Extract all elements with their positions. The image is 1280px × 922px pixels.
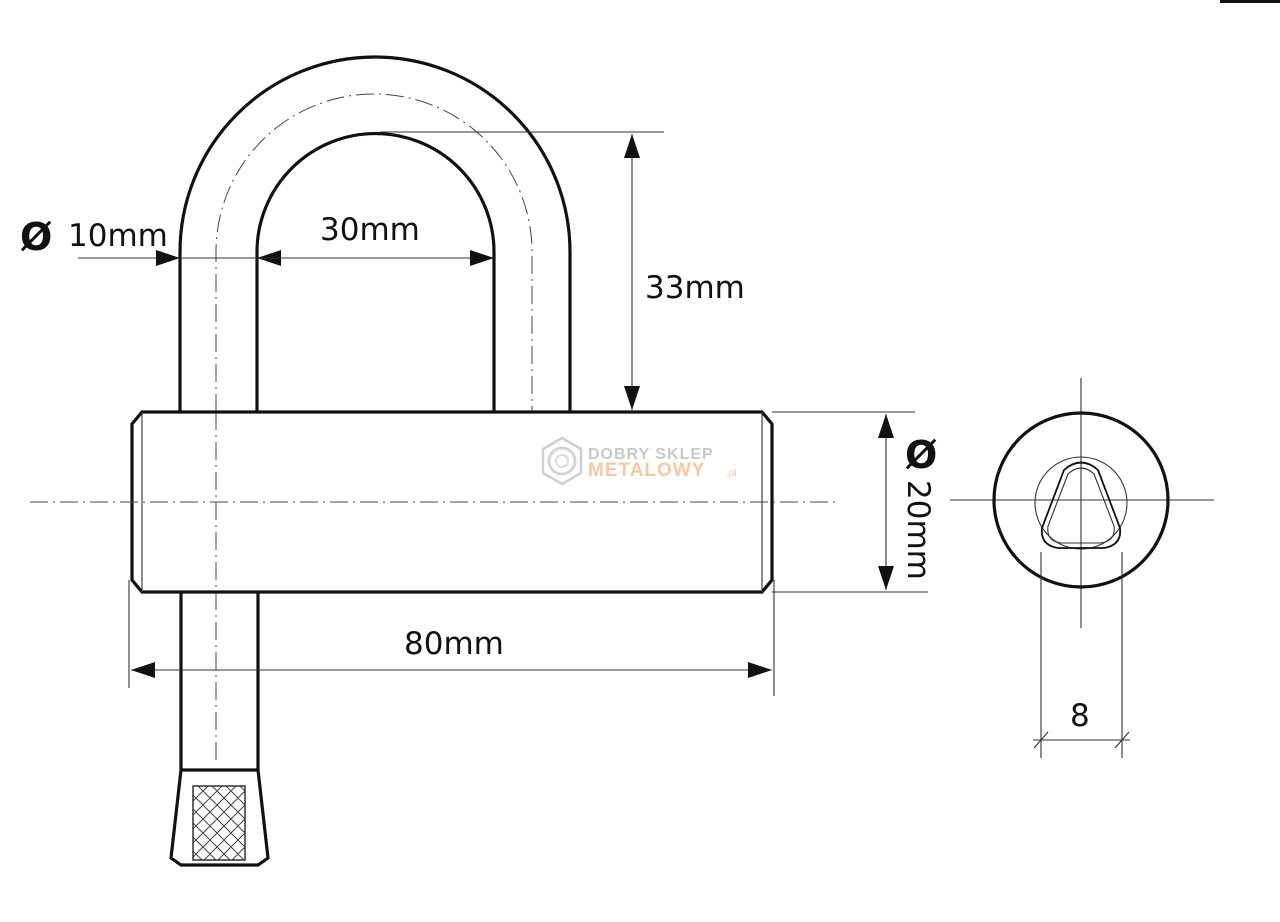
shackle-outer (178, 55, 572, 412)
dimension-shackle-diameter: Ø 10mm (20, 215, 281, 266)
dimension-clearance: 33mm (380, 131, 745, 410)
shackle-inner (255, 131, 496, 412)
end-view-outer-circle (992, 411, 1170, 589)
shackle-pin (169, 592, 270, 867)
watermark-logo: DOBRY SKLEP METALOWY .pl (541, 436, 737, 486)
diameter-symbol-2: Ø (905, 433, 937, 477)
dimension-label-clearance: 33mm (645, 270, 745, 306)
knurl-pattern (192, 785, 246, 861)
end-view-keyhole-circle (1034, 456, 1128, 550)
end-view-triangle-key (1040, 461, 1122, 549)
dimension-label-shackle-diameter: 10mm (68, 218, 168, 254)
corner-bar (1220, 0, 1280, 3)
dimension-label-inner-width: 30mm (320, 212, 420, 248)
watermark-suffix: .pl (726, 468, 737, 479)
diameter-symbol-1: Ø (20, 215, 52, 259)
dimension-body-length: 80mm (128, 580, 775, 696)
watermark-hexagon (541, 436, 583, 486)
end-view (950, 378, 1214, 628)
dimension-label-key-size: 8 (1070, 698, 1090, 734)
watermark-line1: DOBRY SKLEP (588, 446, 714, 463)
dimension-label-body-length: 80mm (404, 626, 504, 662)
watermark-line2: METALOWY (588, 460, 705, 481)
knurled-tip (169, 768, 270, 867)
dimension-body-diameter: Ø 20mm (772, 411, 937, 593)
dimension-label-body-diameter: 20mm (900, 480, 936, 580)
dimension-key-size: 8 (1033, 552, 1130, 758)
shackle (178, 55, 572, 760)
shackle-centerline (215, 93, 533, 412)
dimension-inner-width: 30mm (260, 212, 494, 266)
